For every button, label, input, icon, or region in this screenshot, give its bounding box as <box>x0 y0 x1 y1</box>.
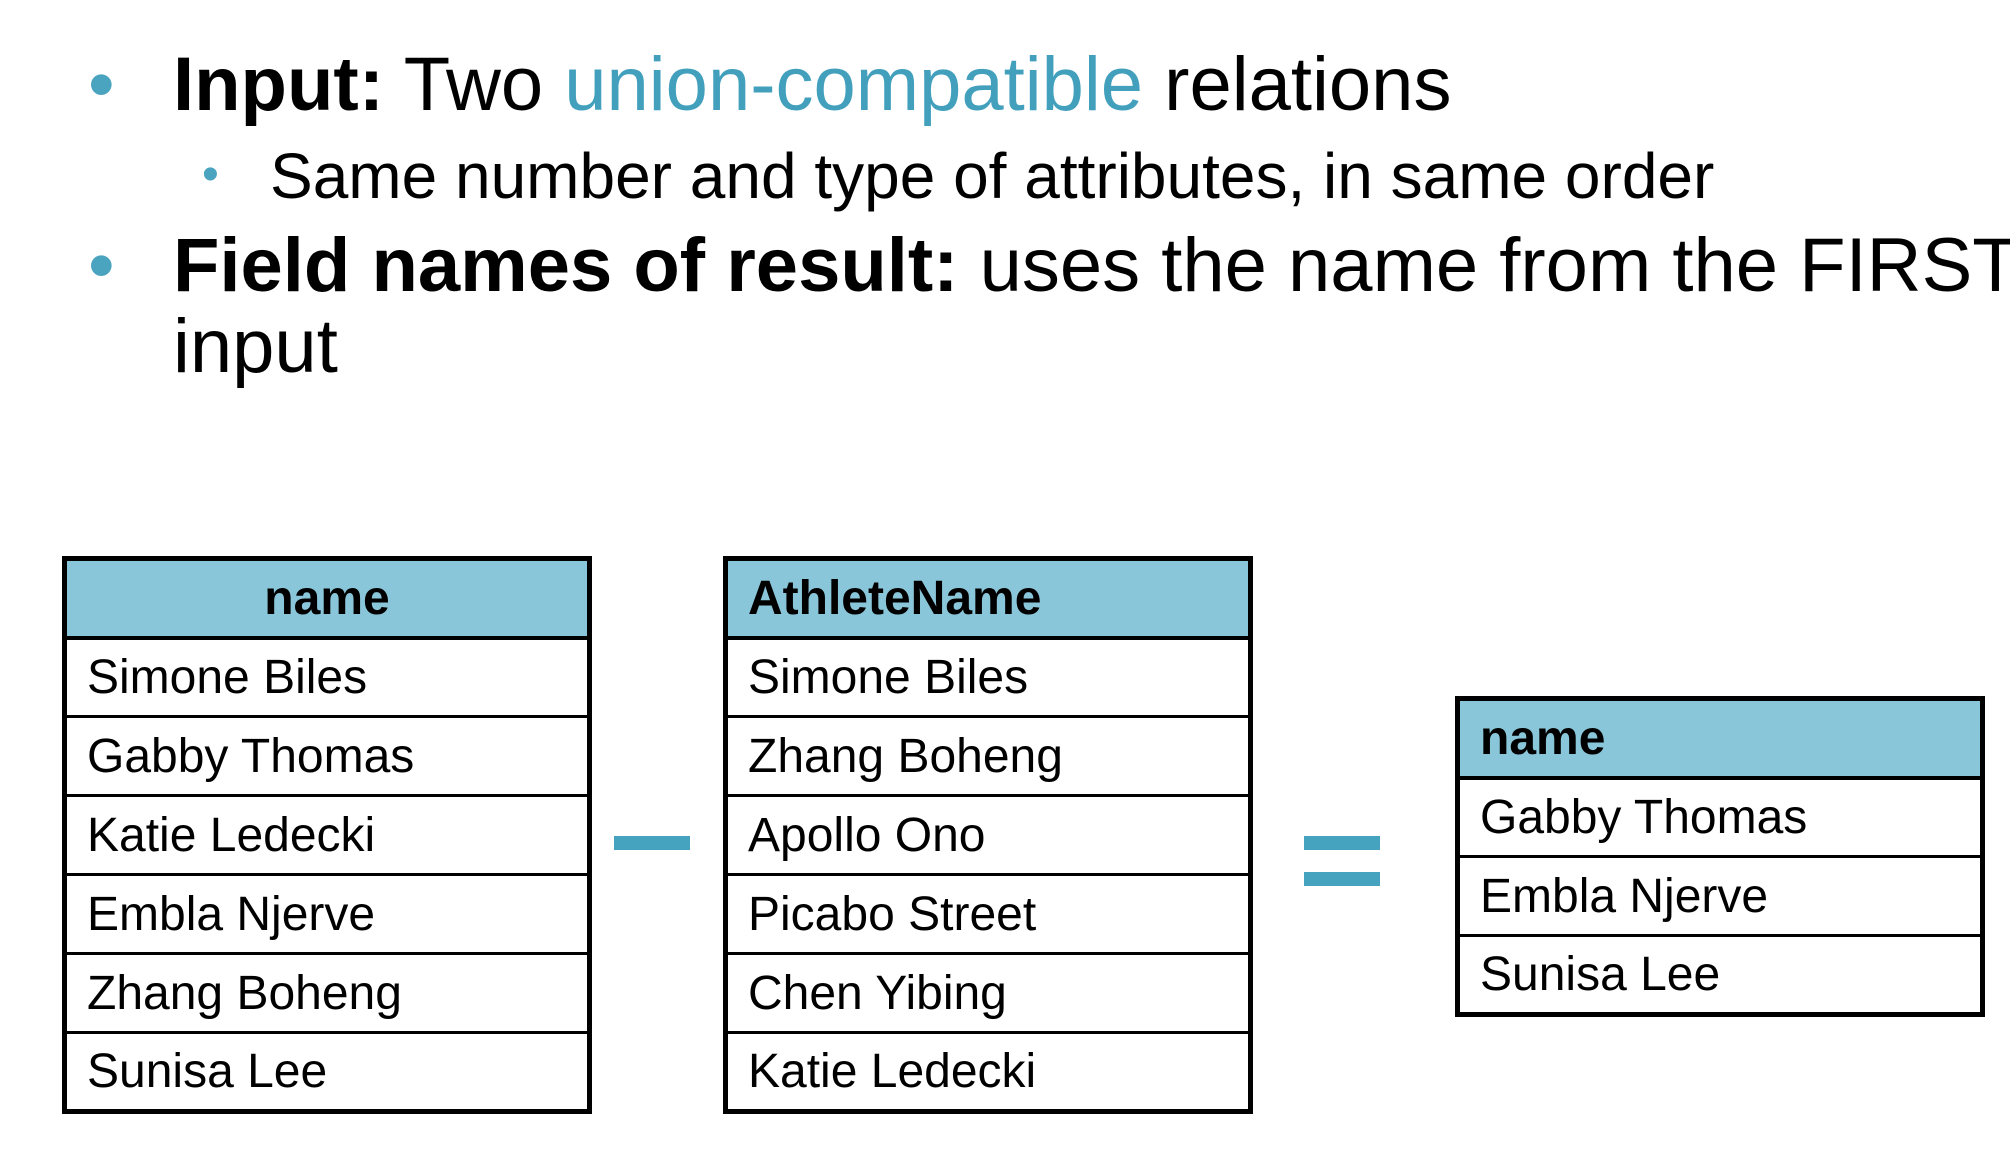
bullet-field-names-line2: input <box>173 304 338 389</box>
minus-operator <box>614 836 690 850</box>
table-cell: Zhang Boheng <box>725 716 1251 797</box>
table-row: Embla Njerve <box>1457 856 1983 937</box>
table-cell: Sunisa Lee <box>87 1045 328 1098</box>
table-row: Embla Njerve <box>64 874 590 955</box>
table-header-row: name <box>1457 698 1983 780</box>
bullet-dot: • <box>88 223 115 308</box>
table-row: Simone Biles <box>64 637 590 718</box>
bullet-field-names-text: uses the name from the FIRST <box>958 223 2010 308</box>
table-row: Zhang Boheng <box>64 953 590 1034</box>
bullet-field-names: Field names of result: uses the name fro… <box>173 221 2010 311</box>
table-row: Chen Yibing <box>725 953 1251 1034</box>
column-header-athletename: AthleteName <box>725 558 1251 640</box>
equals-bar-bottom <box>1304 872 1380 886</box>
table-row: Sunisa Lee <box>65 1033 590 1112</box>
table-row: Apollo Ono <box>725 795 1251 876</box>
sub-bullet-text: Same number and type of attributes, in s… <box>270 140 1715 212</box>
table-cell: Gabby Thomas <box>1457 777 1983 858</box>
table-row: Picabo Street <box>725 874 1251 955</box>
table-row: Zhang Boheng <box>725 716 1251 797</box>
equals-bar-top <box>1304 836 1380 850</box>
bullet-dot: • <box>88 42 115 127</box>
table-cell: Sunisa Lee <box>1480 948 1721 1001</box>
table-row: Gabby Thomas <box>64 716 590 797</box>
table-header-row: name <box>64 558 590 640</box>
table-cell: Embla Njerve <box>1457 856 1983 937</box>
union-compatible-term: union-compatible <box>564 42 1144 127</box>
table-cell: Gabby Thomas <box>64 716 590 797</box>
table-row: Simone Biles <box>725 637 1251 718</box>
bullet-input: Input: Two union-compatible relations <box>173 40 1451 130</box>
sub-bullet-dot: • <box>202 148 219 201</box>
table-cell: Zhang Boheng <box>64 953 590 1034</box>
middle-relation-table: AthleteName Simone Biles Zhang Boheng Ap… <box>723 556 1253 1114</box>
table-cell: Simone Biles <box>64 637 590 718</box>
table-row: Katie Ledecki <box>64 795 590 876</box>
table-cell: Apollo Ono <box>725 795 1251 876</box>
bullet-input-text-end: relations <box>1143 42 1452 127</box>
column-header-name: name <box>1457 698 1983 780</box>
table-cell: Simone Biles <box>725 637 1251 718</box>
bullet-input-text: Two <box>384 42 565 127</box>
bullet-input-label: Input: <box>173 42 385 127</box>
table-cell: Embla Njerve <box>64 874 590 955</box>
left-relation-table: name Simone Biles Gabby Thomas Katie Led… <box>62 556 592 1114</box>
table-row: Katie Ledecki <box>726 1033 1251 1112</box>
result-relation-table: name Gabby Thomas Embla Njerve Sunisa Le… <box>1455 696 1985 1017</box>
table-row: Gabby Thomas <box>1457 777 1983 858</box>
table-cell: Picabo Street <box>725 874 1251 955</box>
table-header-row: AthleteName <box>725 558 1251 640</box>
table-row: Sunisa Lee <box>1458 936 1983 1015</box>
bullet-field-names-label: Field names of result: <box>173 223 959 308</box>
column-header-name: name <box>64 558 590 640</box>
table-cell: Katie Ledecki <box>64 795 590 876</box>
table-cell: Katie Ledecki <box>748 1045 1037 1098</box>
table-cell: Chen Yibing <box>725 953 1251 1034</box>
